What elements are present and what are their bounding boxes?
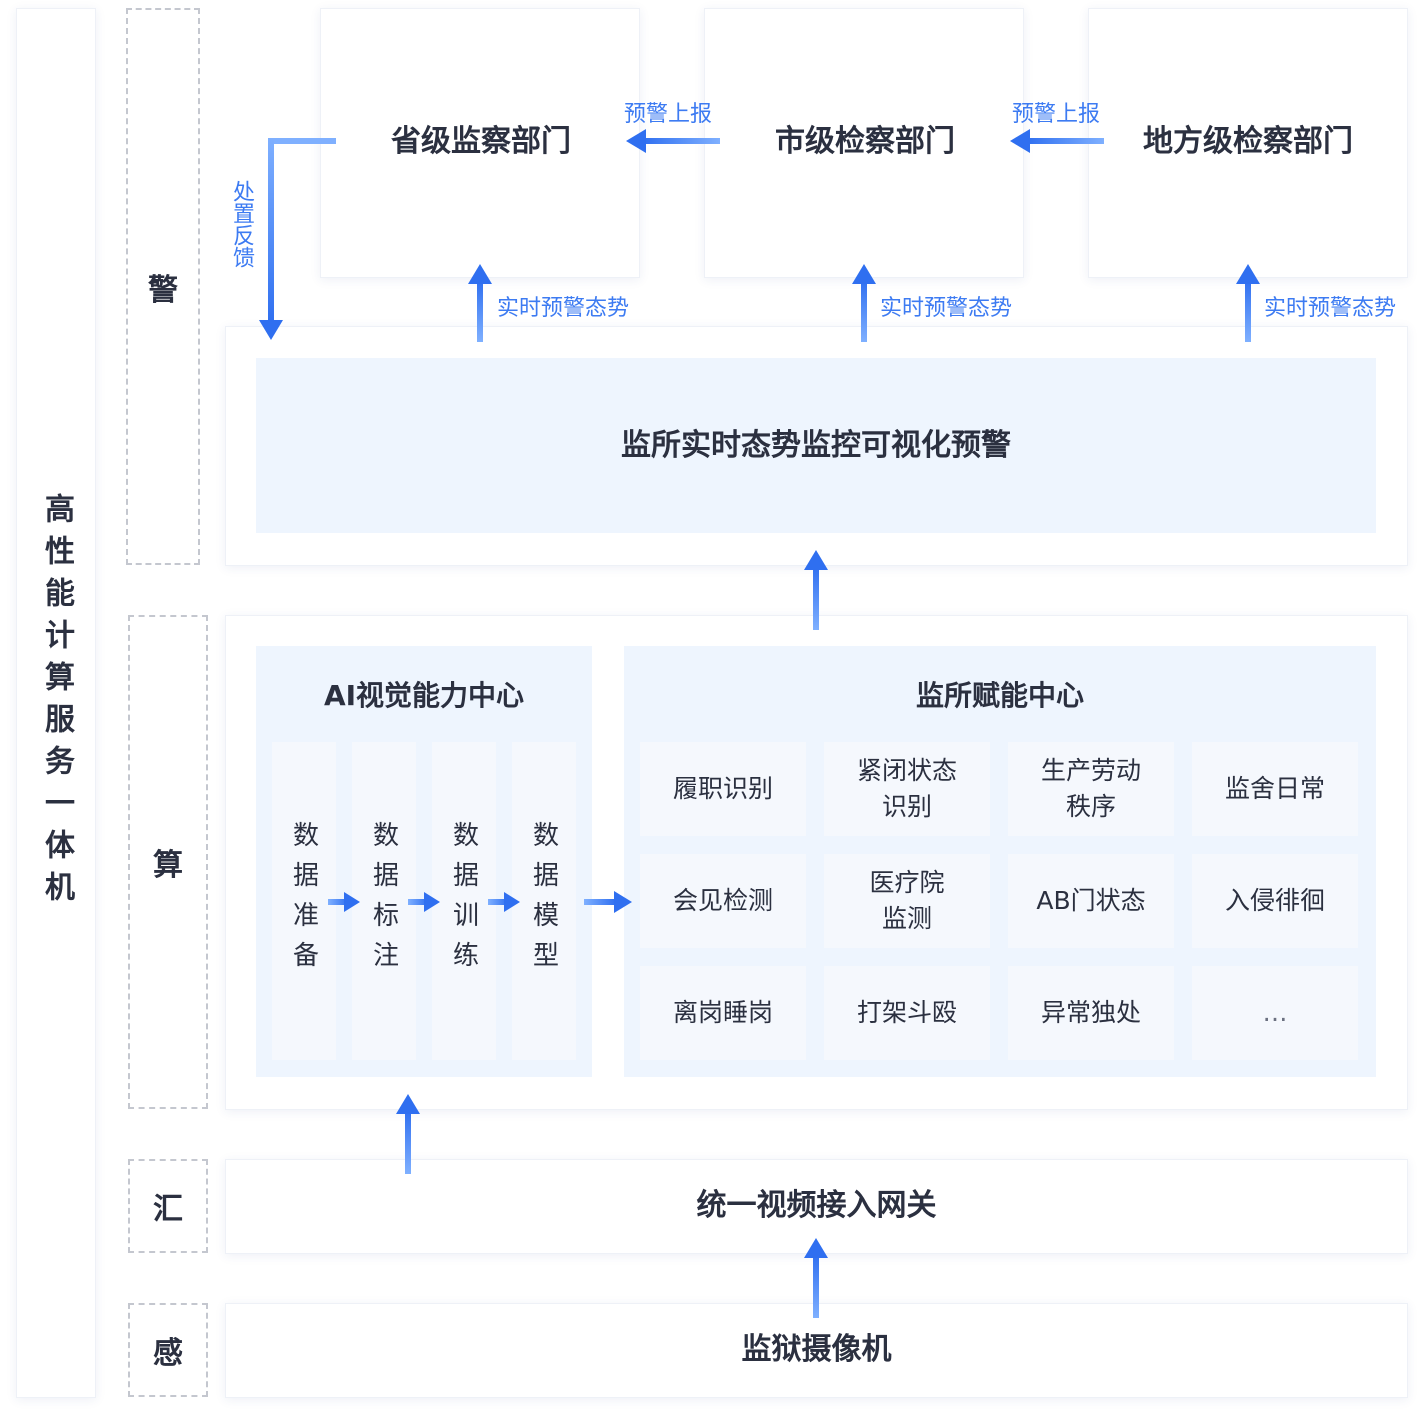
capability-line: 识别 xyxy=(881,792,932,821)
layer-warn-label: 警 xyxy=(148,272,178,308)
feedback-label: 处置反馈 xyxy=(229,180,254,268)
capability-line: 离岗睡岗 xyxy=(672,998,773,1027)
capability-cell: 医疗院监测 xyxy=(824,854,990,948)
department-province-title: 省级监察部门 xyxy=(391,124,571,159)
capability-cell: 生产劳动秩序 xyxy=(1008,742,1174,836)
capability-line: 秩序 xyxy=(1065,792,1116,821)
gateway-title: 统一视频接入网关 xyxy=(696,1188,937,1223)
gateway-card: 统一视频接入网关 xyxy=(225,1159,1408,1254)
visualization-title: 监所实时态势监控可视化预警 xyxy=(621,428,1011,463)
capability-cell: … xyxy=(1192,966,1358,1060)
step-data-train-label: 数据训练 xyxy=(448,821,479,981)
capability-cell: 离岗睡岗 xyxy=(640,966,806,1060)
capability-line: 履职识别 xyxy=(672,774,773,803)
ai-center-title: AI视觉能力中心 xyxy=(323,679,525,712)
department-local-title: 地方级检察部门 xyxy=(1143,124,1353,159)
capability-line: 监测 xyxy=(881,904,932,933)
step-data-label: 数据标注 xyxy=(352,742,416,1060)
capability-cell: 履职识别 xyxy=(640,742,806,836)
report-label-1: 预警上报 xyxy=(624,102,713,127)
layer-sense-label: 感 xyxy=(153,1336,183,1371)
situation-label-1: 实时预警态势 xyxy=(497,296,630,321)
camera-card: 监狱摄像机 xyxy=(225,1303,1408,1398)
step-data-prep-label: 数据准备 xyxy=(288,821,319,981)
capability-cell: 入侵徘徊 xyxy=(1192,854,1358,948)
report-label-2: 预警上报 xyxy=(1012,102,1101,127)
step-data-label-label: 数据标注 xyxy=(368,821,399,981)
visualization-panel: 监所实时态势监控可视化预警 xyxy=(256,358,1376,533)
empower-center-title: 监所赋能中心 xyxy=(915,679,1084,712)
layer-gather-label: 汇 xyxy=(153,1192,183,1227)
left-bar: 高性能计算服务一体机 xyxy=(16,8,96,1398)
step-data-train: 数据训练 xyxy=(432,742,496,1060)
layer-warn: 警 xyxy=(126,8,200,565)
capability-line: 监舍日常 xyxy=(1224,774,1325,803)
camera-title: 监狱摄像机 xyxy=(741,1332,892,1367)
step-data-prep: 数据准备 xyxy=(272,742,336,1060)
capability-line: 异常独处 xyxy=(1040,998,1141,1027)
capability-line: 生产劳动 xyxy=(1040,756,1141,785)
capability-cell: 紧闭状态识别 xyxy=(824,742,990,836)
left-bar-label: 高性能计算服务一体机 xyxy=(39,493,74,913)
step-data-model-label: 数据模型 xyxy=(528,821,559,981)
capability-line: 入侵徘徊 xyxy=(1224,886,1325,915)
capability-line: AB门状态 xyxy=(1036,886,1146,915)
department-city-title: 市级检察部门 xyxy=(775,124,955,159)
capability-cell: 会见检测 xyxy=(640,854,806,948)
layer-sense: 感 xyxy=(128,1303,208,1397)
step-data-model: 数据模型 xyxy=(512,742,576,1060)
capability-line: 医疗院 xyxy=(869,868,945,897)
capability-line: 打架斗殴 xyxy=(856,998,957,1027)
layer-compute-label: 算 xyxy=(153,848,183,883)
layer-gather: 汇 xyxy=(128,1159,208,1253)
capability-cell: 打架斗殴 xyxy=(824,966,990,1060)
capability-line: 会见检测 xyxy=(672,886,773,915)
department-city xyxy=(704,8,1024,278)
capability-line: … xyxy=(1262,998,1288,1027)
capability-cell: AB门状态 xyxy=(1008,854,1174,948)
department-province xyxy=(320,8,640,278)
situation-label-2: 实时预警态势 xyxy=(880,296,1013,321)
layer-compute: 算 xyxy=(128,615,208,1109)
situation-label-3: 实时预警态势 xyxy=(1264,296,1397,321)
capability-cell: 监舍日常 xyxy=(1192,742,1358,836)
capability-cell: 异常独处 xyxy=(1008,966,1174,1060)
capability-line: 紧闭状态 xyxy=(856,756,957,785)
